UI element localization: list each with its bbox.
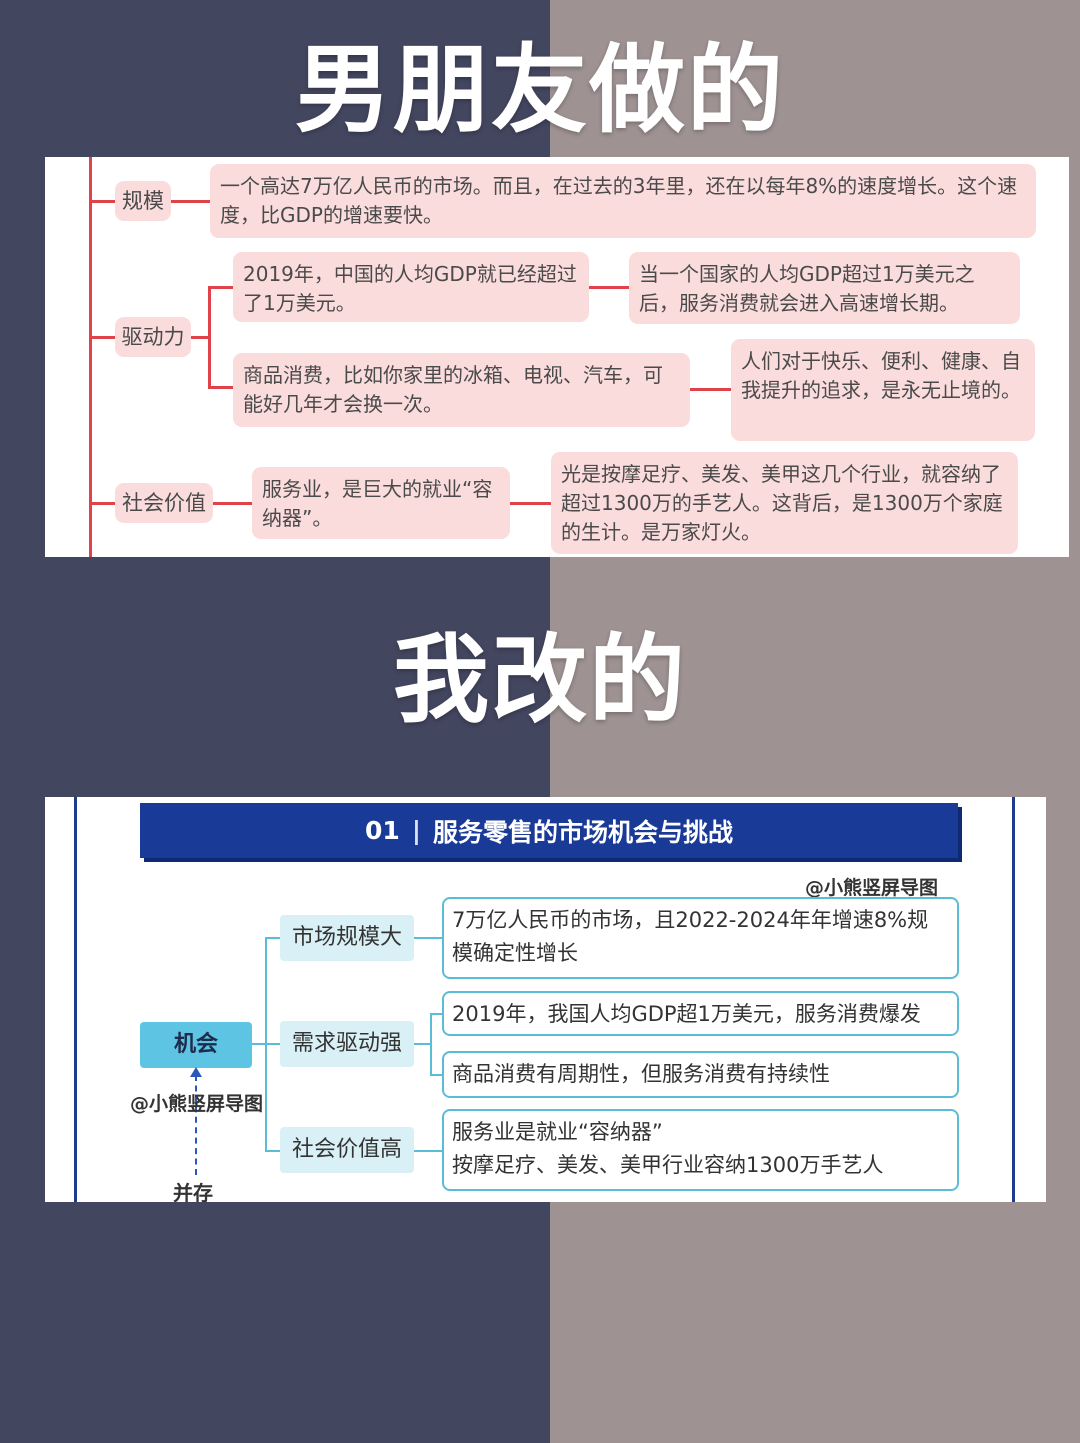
branch-line [208, 286, 233, 289]
watermark-top: @小熊竖屏导图 [805, 877, 939, 899]
branch-line [208, 286, 211, 389]
leaf-social-line-2: 按摩足疗、美发、美甲行业容纳1300万手艺人 [452, 1153, 884, 1177]
connector-line [414, 1043, 432, 1045]
title-boyfriend-version: 男朋友做的 [295, 34, 785, 146]
leaf-demand-gdp: 2019年，我国人均GDP超1万美元，服务消费爆发 [442, 991, 959, 1036]
category-demand-drive: 需求驱动强 [280, 1021, 414, 1067]
leaf-social-value: 服务业是就业“容纳器” 按摩足疗、美发、美甲行业容纳1300万手艺人 [442, 1109, 959, 1191]
connector-line [430, 1013, 432, 1075]
watermark-middle: @小熊竖屏导图 [130, 1093, 264, 1115]
revised-mindmap: 01 | 服务零售的市场机会与挑战 @小熊竖屏导图 机会 @小熊竖屏导图 并存 … [45, 797, 1046, 1202]
connector-line [252, 1043, 267, 1045]
branch-line [92, 502, 117, 505]
section-header: 01 | 服务零售的市场机会与挑战 [140, 803, 958, 858]
root-node-opportunity: 机会 [140, 1022, 252, 1068]
connector-line [414, 937, 443, 939]
branch-line [191, 336, 209, 339]
branch-line [171, 200, 211, 203]
node-drive-2: 商品消费，比如你家里的冰箱、电视、汽车，可能好几年才会换一次。 [233, 353, 690, 427]
node-scale-detail: 一个高达7万亿人民币的市场。而且，在过去的3年里，还在以每年8%的速度增长。这个… [210, 164, 1036, 238]
category-market-scale: 市场规模大 [280, 915, 414, 961]
mindmap-trunk [89, 157, 92, 557]
node-social-1-detail: 光是按摩足疗、美发、美甲这几个行业，就容纳了超过1300万的手艺人。这背后，是1… [551, 452, 1018, 554]
coexist-label: 并存 [173, 1181, 213, 1202]
node-drive-1: 2019年，中国的人均GDP就已经超过了1万美元。 [233, 252, 589, 322]
node-scale: 规模 [115, 181, 171, 221]
border-line-right [1012, 797, 1015, 1202]
title-my-version: 我改的 [393, 624, 687, 736]
connector-line [430, 1013, 443, 1015]
category-social-value: 社会价值高 [280, 1127, 414, 1173]
section-title: 服务零售的市场机会与挑战 [432, 817, 733, 847]
branch-line [92, 336, 117, 339]
node-drive-2-detail: 人们对于快乐、便利、健康、自我提升的追求，是永无止境的。 [731, 339, 1035, 441]
border-line-left [74, 797, 77, 1202]
node-social-1: 服务业，是巨大的就业“容纳器”。 [252, 467, 510, 539]
section-separator: | [411, 816, 421, 845]
section-number: 01 [365, 816, 400, 845]
node-social: 社会价值 [115, 483, 213, 523]
connector-line [265, 1043, 281, 1045]
connector-line [414, 1150, 443, 1152]
branch-line [208, 386, 233, 389]
leaf-social-line-1: 服务业是就业“容纳器” [452, 1120, 663, 1144]
dashed-link [195, 1075, 197, 1175]
branch-line [213, 502, 253, 505]
branch-line [589, 286, 629, 289]
node-drive-1-detail: 当一个国家的人均GDP超过1万美元之后，服务消费就会进入高速增长期。 [629, 252, 1020, 324]
original-mindmap: 规模 一个高达7万亿人民币的市场。而且，在过去的3年里，还在以每年8%的速度增长… [45, 157, 1069, 557]
branch-line [510, 502, 552, 505]
branch-line [92, 200, 117, 203]
connector-line [430, 1074, 443, 1076]
connector-line [265, 937, 281, 939]
node-drive: 驱动力 [115, 317, 191, 357]
leaf-market-scale: 7万亿人民币的市场，且2022-2024年年增速8%规模确定性增长 [442, 897, 959, 979]
arrow-up-icon [190, 1067, 202, 1077]
leaf-demand-cycle: 商品消费有周期性，但服务消费有持续性 [442, 1051, 959, 1098]
connector-line [265, 1150, 281, 1152]
branch-line [690, 388, 732, 391]
